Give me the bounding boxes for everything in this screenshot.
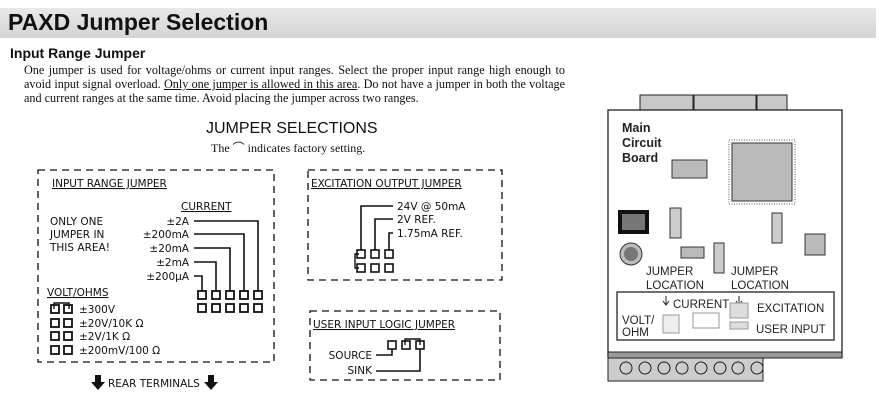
user-input-title: USER INPUT LOGIC JUMPER bbox=[313, 319, 455, 331]
volt-ohm-label: OHM bbox=[622, 327, 649, 339]
volt-ohm-label: VOLT/ bbox=[622, 315, 655, 327]
excitation-title: EXCITATION OUTPUT JUMPER bbox=[311, 178, 462, 190]
input-range-box bbox=[37, 169, 275, 363]
volt-option: ±2V/1K Ω bbox=[79, 331, 130, 343]
inductor-icon bbox=[618, 210, 649, 234]
user-input-label: USER INPUT bbox=[756, 324, 826, 336]
terminal-block bbox=[607, 357, 764, 382]
section-paragraph: One jumper is used for voltage/ohms or c… bbox=[24, 63, 565, 105]
current-option: ±2mA bbox=[156, 257, 190, 269]
jumper-location-label: LOCATION bbox=[731, 280, 789, 292]
jumper-selections-title: JUMPER SELECTIONS bbox=[206, 120, 378, 137]
board-title: Board bbox=[622, 151, 658, 165]
input-range-jumper: INPUT RANGE JUMPER CURRENT ONLY ONE JUMP… bbox=[47, 178, 263, 390]
excitation-option: 1.75mA REF. bbox=[397, 228, 463, 240]
chip-icon bbox=[671, 159, 708, 179]
para-underlined: Only one jumper is allowed in this area bbox=[163, 77, 358, 91]
factory-jumper-icon: ⌒ bbox=[232, 141, 245, 155]
excitation-option: 24V @ 50mA bbox=[397, 201, 466, 213]
arrow-down-icon bbox=[204, 375, 218, 390]
input-range-title: INPUT RANGE JUMPER bbox=[52, 178, 167, 190]
main-circuit-board: Main Circuit Board JUMPER LOCATION JUMPE… bbox=[607, 94, 843, 382]
sink-label: SINK bbox=[347, 365, 373, 377]
volt-option: ±200mV/100 Ω bbox=[79, 345, 160, 357]
rear-terminals-label: REAR TERMINALS bbox=[108, 378, 200, 390]
jumper-location-label: LOCATION bbox=[646, 280, 704, 292]
user-input-box bbox=[309, 310, 501, 381]
current-title: CURRENT bbox=[181, 201, 232, 213]
factory-note: The ⌒ indicates factory setting. bbox=[211, 139, 365, 156]
source-label: SOURCE bbox=[329, 350, 372, 362]
warning-text: JUMPER IN bbox=[49, 229, 104, 241]
volt-option: ±20V/10K Ω bbox=[79, 318, 144, 330]
board-title: Circuit bbox=[622, 136, 662, 150]
excitation-label: EXCITATION bbox=[757, 303, 824, 315]
warning-text: ONLY ONE bbox=[50, 216, 103, 228]
section-title: Input Range Jumper bbox=[10, 45, 146, 61]
current-option: ±200mA bbox=[143, 229, 190, 241]
volt-option: ±300V bbox=[79, 304, 116, 316]
jumper-location-label: JUMPER bbox=[646, 266, 693, 278]
note-text: indicates factory setting. bbox=[247, 141, 366, 155]
excitation-option: 2V REF. bbox=[397, 214, 436, 226]
jumper-location-label: JUMPER bbox=[731, 266, 778, 278]
arrow-down-icon bbox=[91, 375, 105, 390]
page-title: PAXD Jumper Selection bbox=[8, 9, 269, 35]
user-input-jumper: USER INPUT LOGIC JUMPER SOURCE SINK bbox=[313, 319, 455, 377]
para-text: One jumper is used for voltage/ohms or c… bbox=[24, 63, 565, 91]
current-option: ±20mA bbox=[149, 243, 189, 255]
current-option: ±2A bbox=[166, 216, 189, 228]
current-label: CURRENT bbox=[673, 299, 729, 311]
note-text: The bbox=[211, 141, 230, 155]
para-text: . Do not have a jumper in both the volta… bbox=[24, 77, 565, 105]
excitation-box bbox=[307, 169, 503, 281]
page-header: PAXD Jumper Selection bbox=[0, 8, 876, 38]
warning-text: THIS AREA! bbox=[49, 242, 110, 254]
board-title: Main bbox=[622, 121, 650, 135]
volt-title: VOLT/OHMS bbox=[47, 287, 109, 299]
processor-icon bbox=[731, 142, 793, 202]
current-option: ±200µA bbox=[146, 271, 190, 283]
excitation-jumper: EXCITATION OUTPUT JUMPER 24V @ 50mA 2V R… bbox=[311, 178, 466, 273]
